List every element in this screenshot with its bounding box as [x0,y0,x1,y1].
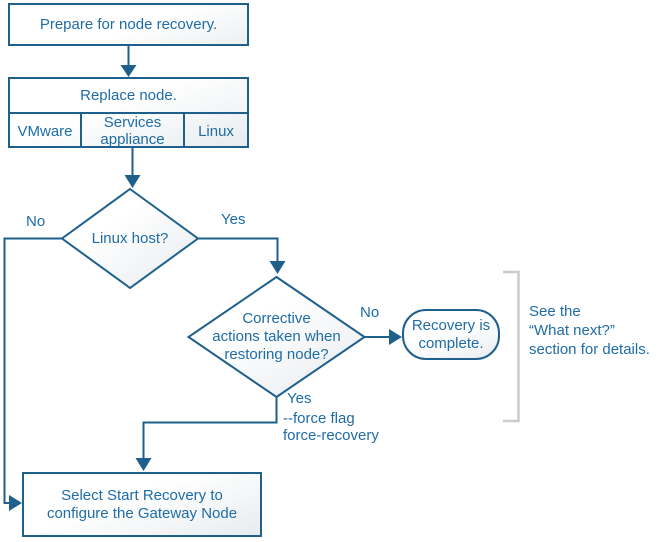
edge-linuxhost-no [3,237,62,511]
force-flag-note: --force flag force-recovery [283,410,379,444]
edge-corrective-yes [135,397,278,471]
diamond-corrective-actions [186,275,367,399]
replace-node-options: VMware Services appliance Linux [10,114,247,148]
node-prepare-label: Prepare for node recovery. [39,15,218,33]
option-linux: Linux [198,122,234,140]
label-corrective-no: No [360,304,380,321]
option-vmware: VMware [17,122,73,140]
label-linuxhost-yes: Yes [221,211,246,228]
edge-corrective-no [364,329,402,345]
node-start-recovery: Select Start Recovery to configure the G… [22,472,262,537]
what-next-annotation: See the “What next?” section for details… [529,303,650,358]
edge-prepare-to-replace [120,46,137,77]
node-prepare-for-recovery: Prepare for node recovery. [8,3,249,46]
label-linuxhost-no: No [26,213,46,230]
diamond-linux-host [60,187,200,290]
replace-node-label: Replace node. [80,87,177,104]
what-next-bracket [503,270,520,423]
edge-replace-to-linuxhost [124,148,141,188]
label-corrective-yes: Yes [287,390,312,407]
node-replace-node: Replace node. VMware Services appliance … [8,77,249,148]
replace-node-header: Replace node. [10,79,247,114]
node-recovery-complete: Recovery is complete. [402,309,500,360]
edge-linuxhost-yes [198,237,286,274]
option-services-appliance: Services appliance [80,114,185,148]
